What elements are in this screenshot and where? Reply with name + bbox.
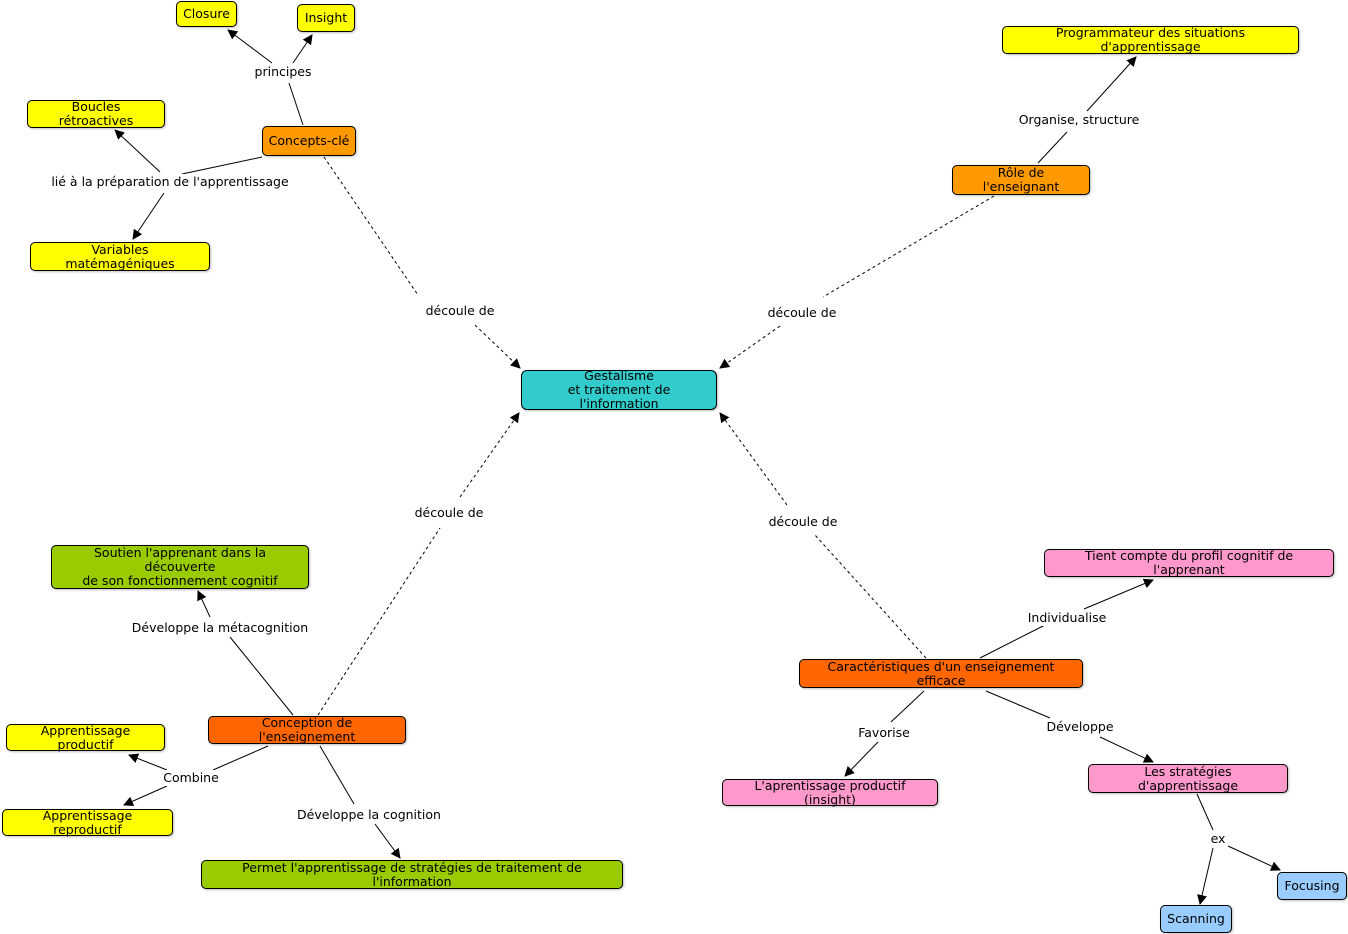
closure-node[interactable]: Closure: [176, 1, 237, 27]
metacognition-link-label: Développe la métacognition: [129, 620, 311, 636]
decoule-de-label-1: découle de: [423, 303, 497, 319]
permet-apprentissage-node[interactable]: Permet l'apprentissage de stratégies de …: [201, 860, 623, 889]
developpe-link-label: Développe: [1044, 719, 1116, 735]
aprentissage-insight-node[interactable]: L'aprentissage productif (insight): [722, 778, 938, 806]
ex-link-label: ex: [1208, 831, 1228, 847]
strategies-apprentissage-node[interactable]: Les stratégies d'apprentissage: [1088, 764, 1288, 793]
combine-link-label: Combine: [161, 770, 221, 786]
cognition-link-label: Développe la cognition: [295, 807, 443, 823]
lie-preparation-link-label: lié à la préparation de l'apprentissage: [49, 174, 291, 190]
decoule-de-label-2: découle de: [765, 305, 839, 321]
favorise-link-label: Favorise: [856, 725, 912, 741]
central-concept-node[interactable]: Gestalisme et traitement de l'informatio…: [521, 369, 717, 411]
programmateur-node[interactable]: Programmateur des situations d'apprentis…: [1002, 26, 1299, 54]
principes-link-label: principes: [252, 64, 314, 80]
soutien-apprenant-node[interactable]: Soutien l'apprenant dans la découverte d…: [51, 545, 309, 589]
boucles-retroactives-node[interactable]: Boucles rétroactives: [27, 100, 165, 128]
caracteristiques-node[interactable]: Caractéristiques d'un enseignement effic…: [799, 659, 1083, 688]
concepts-cle-node[interactable]: Concepts-clé: [262, 126, 356, 156]
focusing-node[interactable]: Focusing: [1277, 872, 1347, 900]
decoule-de-label-4: découle de: [766, 514, 840, 530]
individualise-link-label: Individualise: [1025, 610, 1109, 626]
conception-enseignement-node[interactable]: Conception de l'enseignement: [208, 716, 406, 744]
apprentissage-reproductif-node[interactable]: Apprentissage reproductif: [2, 808, 173, 836]
insight-node[interactable]: Insight: [297, 4, 355, 32]
decoule-de-label-3: découle de: [412, 505, 486, 521]
organise-structure-link-label: Organise, structure: [1016, 112, 1142, 128]
scanning-node[interactable]: Scanning: [1160, 905, 1232, 933]
apprentissage-productif-node[interactable]: Apprentissage productif: [6, 723, 165, 751]
variables-mathemageniques-node[interactable]: Variables matémagéniques: [30, 242, 210, 271]
role-enseignant-node[interactable]: Rôle de l'enseignant: [952, 165, 1090, 195]
tient-compte-node[interactable]: Tient compte du profil cognitif de l'app…: [1044, 549, 1334, 577]
